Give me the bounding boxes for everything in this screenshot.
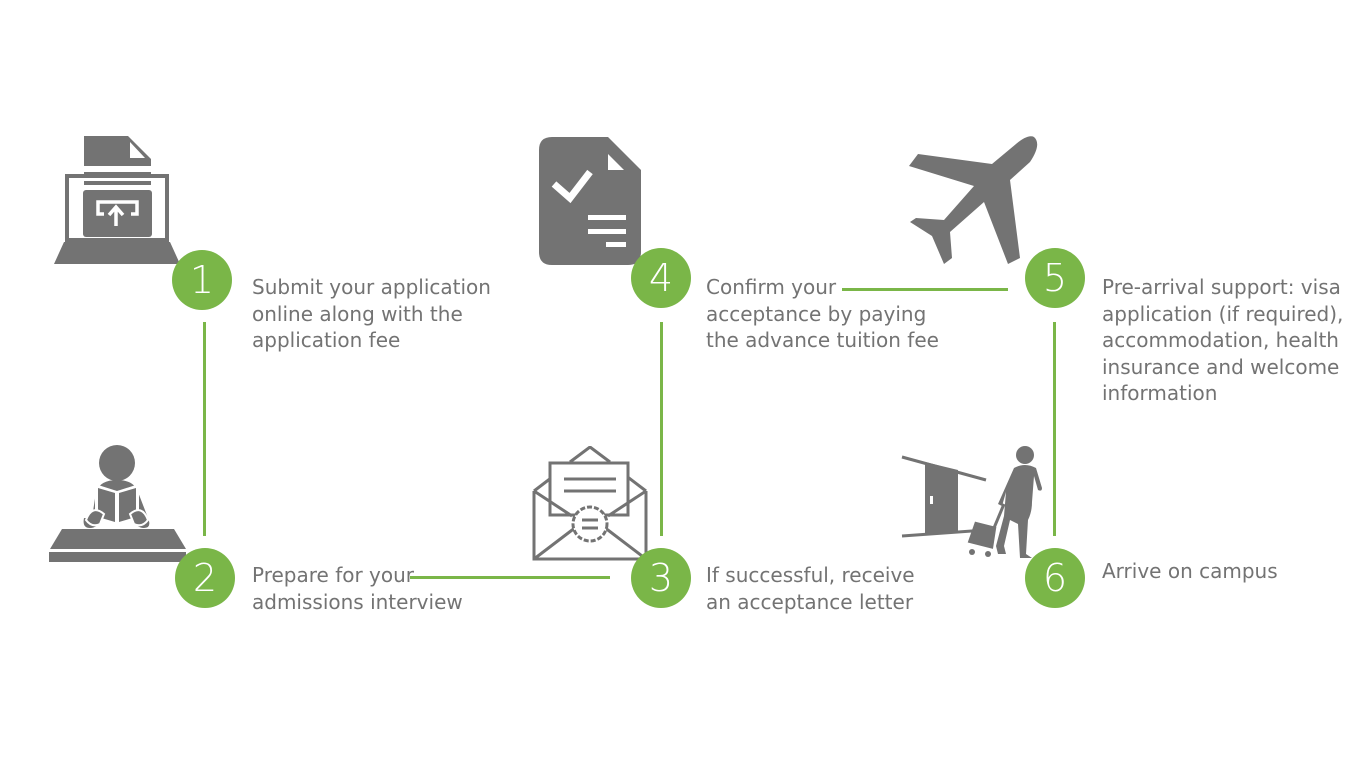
person-reading-icon bbox=[49, 445, 186, 562]
step-5-label: Pre-arrival support: visa application (i… bbox=[1102, 275, 1344, 405]
connector-1-2 bbox=[203, 322, 206, 536]
step-6-label: Arrive on campus bbox=[1102, 559, 1278, 583]
laptop-upload-icon bbox=[54, 136, 180, 264]
connector-4-5 bbox=[842, 288, 1008, 291]
step-1-label: Submit your application online along wit… bbox=[252, 275, 491, 352]
step-5-badge: 5 bbox=[1025, 248, 1085, 308]
connector-3-4 bbox=[660, 322, 663, 536]
step-1-badge: 1 bbox=[172, 250, 232, 310]
connector-2-3 bbox=[410, 576, 610, 579]
step-4-badge: 4 bbox=[631, 248, 691, 308]
step-3-label: If successful, receive an acceptance let… bbox=[706, 563, 915, 614]
step-2-label: Prepare for your admissions interview bbox=[252, 563, 463, 614]
step-4-label: Confirm your acceptance by paying the ad… bbox=[706, 275, 939, 352]
document-check-icon bbox=[539, 137, 641, 265]
airplane-icon bbox=[909, 136, 1038, 264]
traveler-arrival-icon bbox=[901, 446, 1042, 558]
envelope-letter-icon bbox=[532, 446, 648, 561]
step-3-badge: 3 bbox=[631, 548, 691, 608]
connector-5-6 bbox=[1053, 322, 1056, 536]
step-6-badge: 6 bbox=[1025, 548, 1085, 608]
step-2-badge: 2 bbox=[175, 548, 235, 608]
